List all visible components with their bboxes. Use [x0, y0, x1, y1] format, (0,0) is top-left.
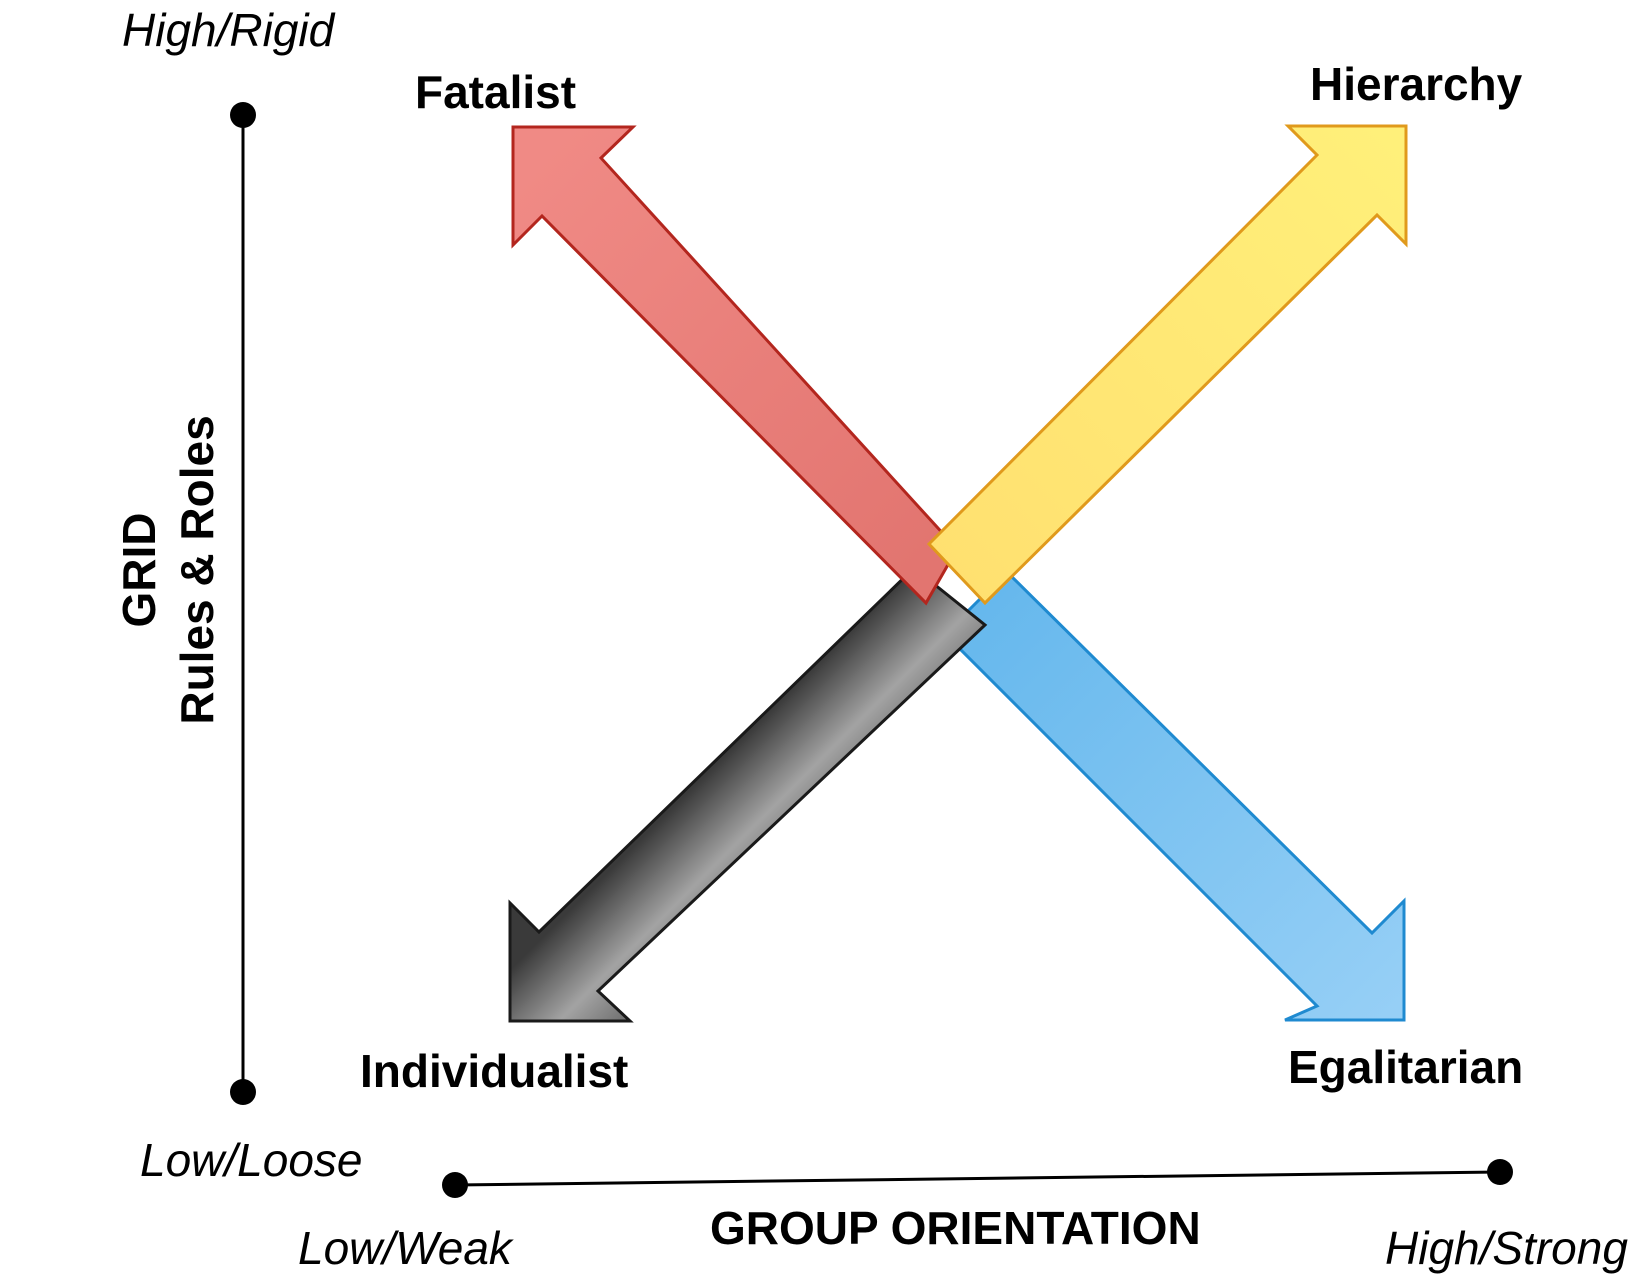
group-axis-line [454, 1170, 1501, 1187]
grid-axis [230, 102, 256, 1105]
grid-axis-title: GRID [113, 513, 165, 628]
grid-axis-high-dot [230, 102, 256, 128]
grid-low-label: Low/Loose [140, 1134, 363, 1186]
hierarchy-arrow [926, 124, 1408, 606]
group-axis-high-dot [1487, 1159, 1513, 1185]
grid-axis-low-dot [230, 1079, 256, 1105]
hierarchy-label: Hierarchy [1310, 58, 1523, 110]
egalitarian-arrow [942, 569, 1406, 1022]
fatalist-label: Fatalist [415, 66, 576, 118]
group-low-label: Low/Weak [298, 1222, 514, 1274]
egalitarian-label: Egalitarian [1288, 1041, 1523, 1093]
group-axis [442, 1159, 1513, 1198]
group-axis-title: GROUP ORIENTATION [710, 1202, 1201, 1254]
individualist-label: Individualist [360, 1045, 628, 1097]
individualist-arrow [508, 566, 988, 1023]
grid-axis-subtitle: Rules & Roles [171, 415, 223, 724]
group-axis-low-dot [442, 1172, 468, 1198]
fatalist-arrow [511, 125, 959, 606]
grid-high-label: High/Rigid [122, 4, 336, 56]
group-high-label: High/Strong [1385, 1222, 1628, 1274]
